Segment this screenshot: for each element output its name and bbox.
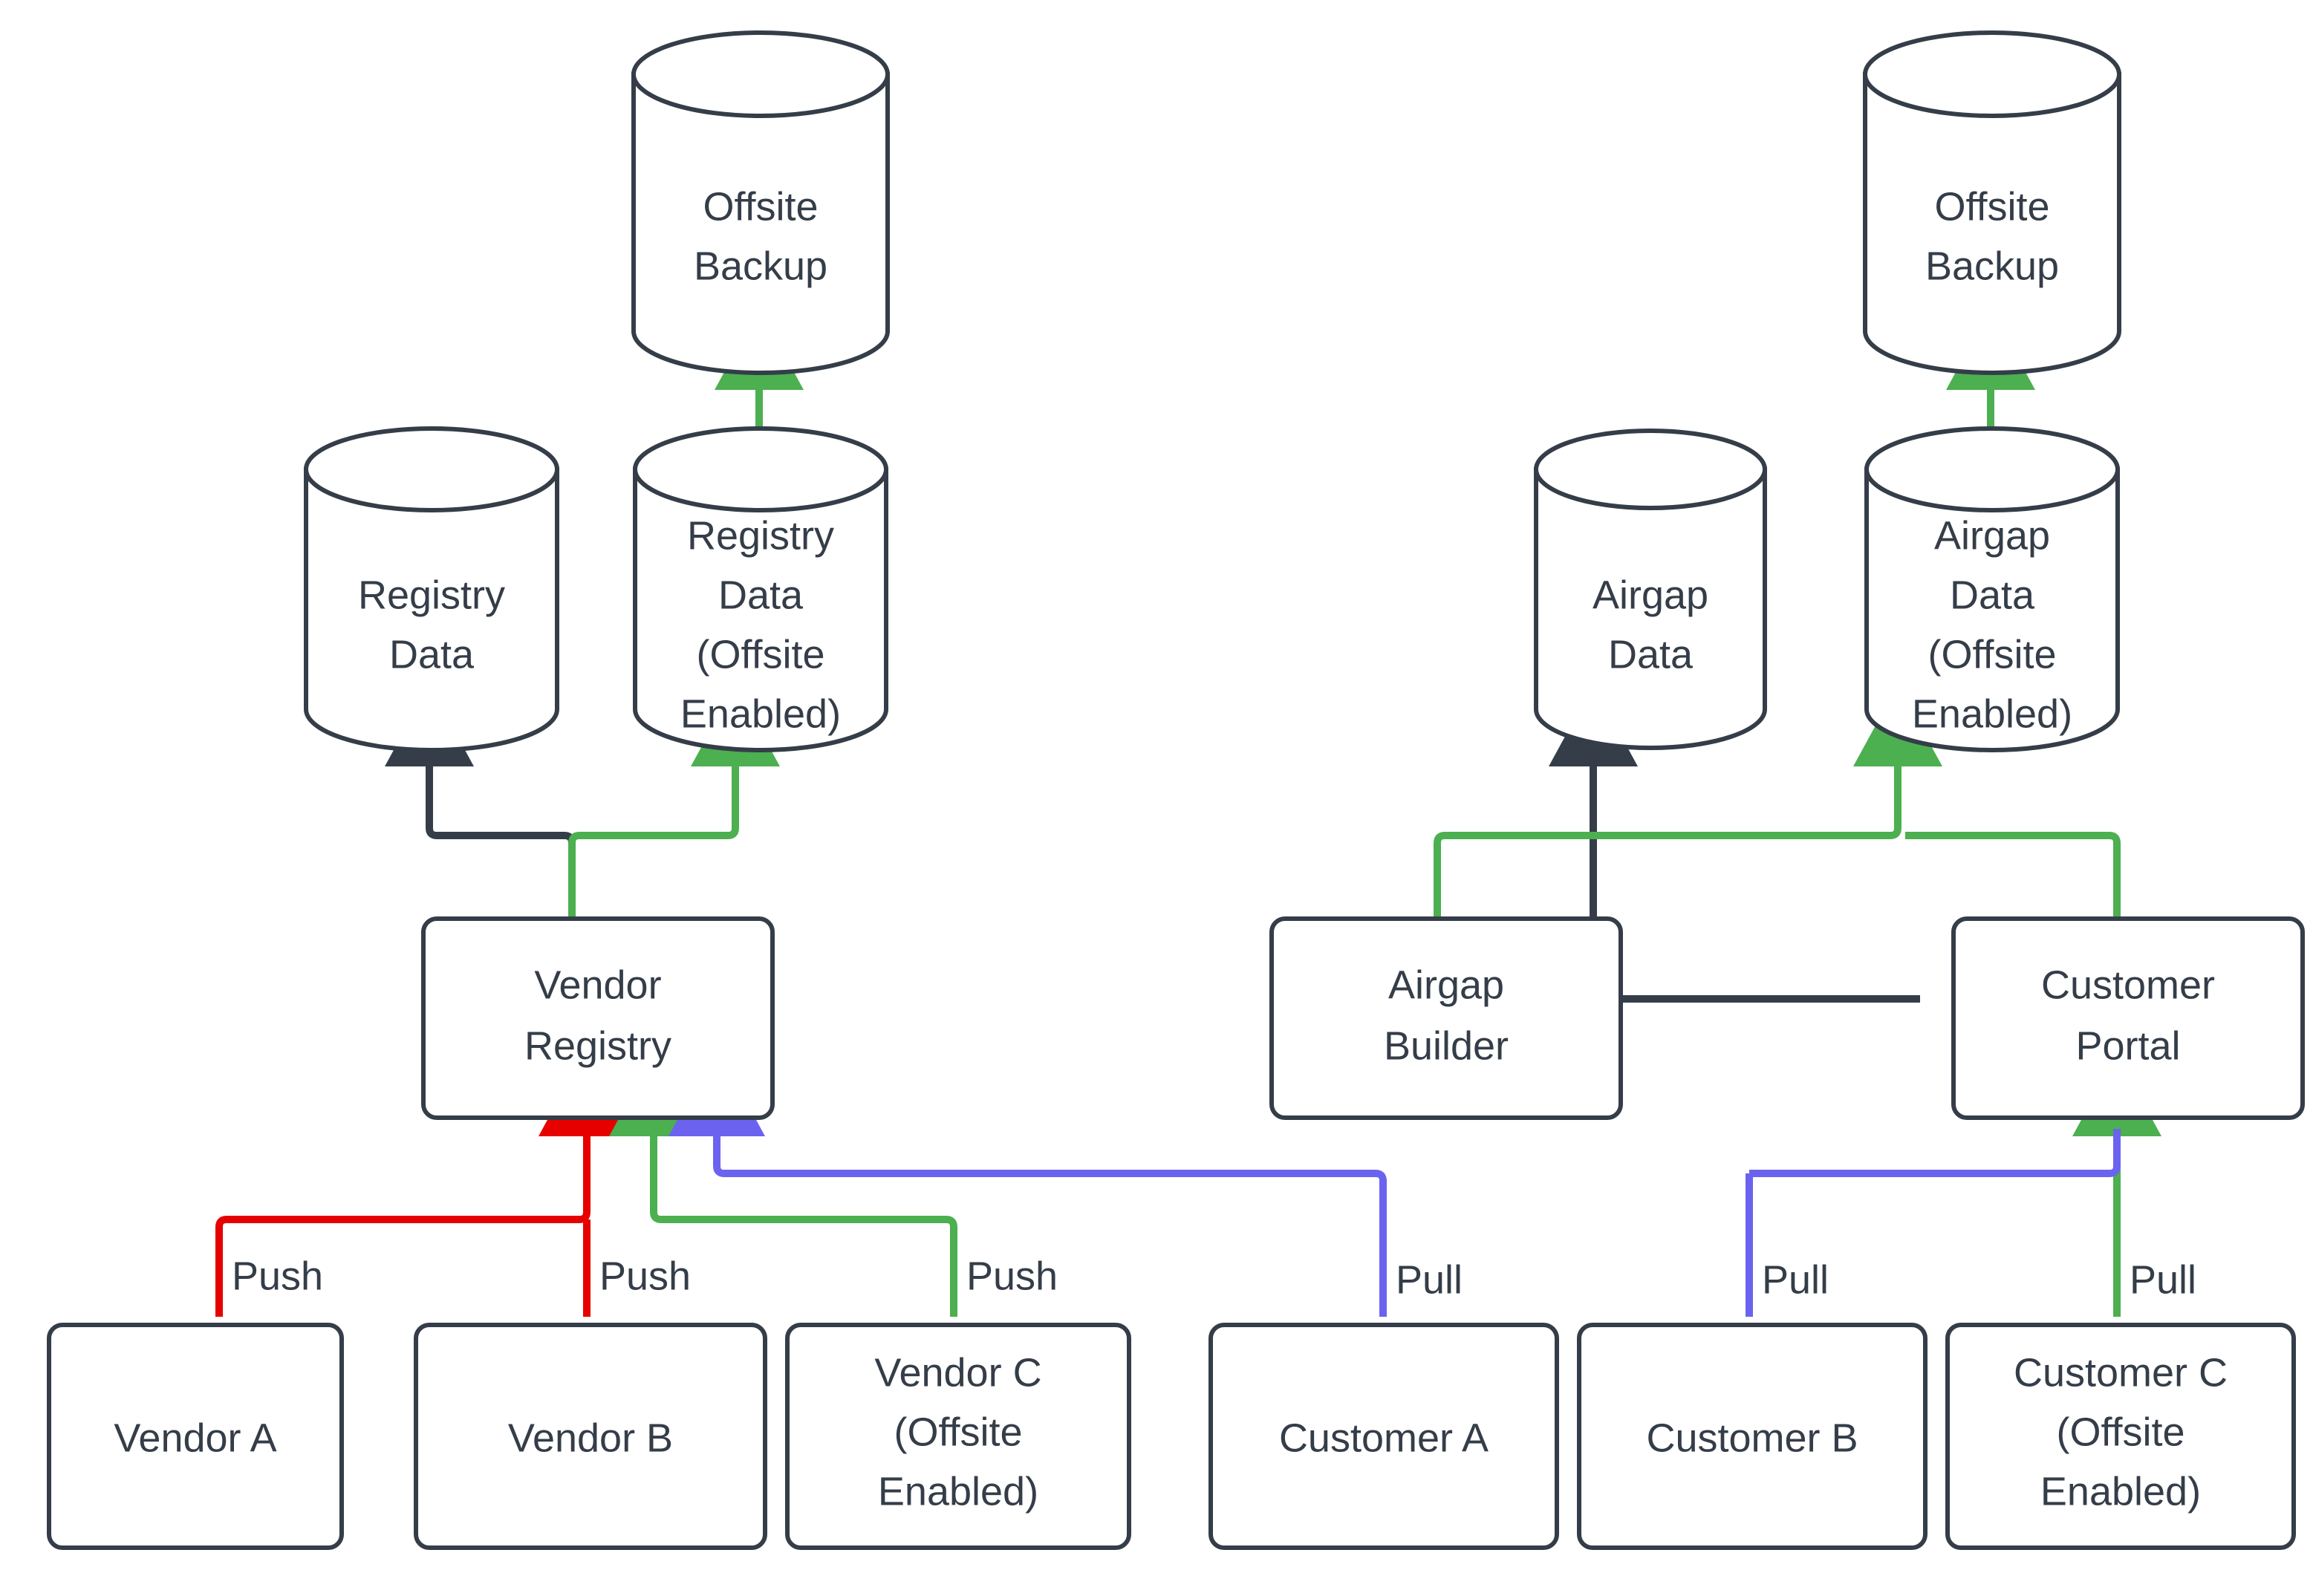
node-airgap-data: Airgap Data <box>1534 429 1767 750</box>
edge-vendor-registry-to-registry-data <box>385 685 576 919</box>
airgap-builder-label-line1: Airgap <box>1388 963 1504 1007</box>
customer-c-label-line2: (Offsite <box>2056 1410 2184 1454</box>
edge-label-push-vendor-a: Push <box>232 1254 323 1298</box>
edge-airgap-builder-to-airgap-data-offsite <box>1434 685 1942 919</box>
node-registry-data: Registry Data <box>304 426 559 752</box>
customer-portal-label-line1: Customer <box>2041 963 2215 1007</box>
edge-label-pull-customer-b: Pull <box>1762 1257 1829 1302</box>
edge-label-pull-customer-a: Pull <box>1396 1257 1463 1302</box>
offsite-backup-right-label-line2: Backup <box>1925 244 2059 288</box>
airgap-builder-label-line2: Builder <box>1384 1023 1509 1068</box>
airgap-data-label-line1: Airgap <box>1593 573 1708 617</box>
vendor-c-label-line2: (Offsite <box>894 1410 1022 1454</box>
node-customer-portal[interactable]: Customer Portal <box>1951 916 2305 1120</box>
registry-data-offsite-label-line3: (Offsite <box>696 632 824 677</box>
vendor-b-box[interactable] <box>414 1323 767 1550</box>
node-registry-data-offsite: Registry Data (Offsite Enabled) <box>633 426 888 752</box>
customer-c-label-line1: Customer C <box>2014 1350 2228 1395</box>
airgap-data-offsite-label-line2: Data <box>1950 573 2035 617</box>
node-customer-b[interactable]: Customer B <box>1577 1323 1928 1550</box>
edge-customer-portal-to-airgap-data <box>1549 685 1920 1003</box>
vendor-registry-label-line1: Vendor <box>534 963 661 1007</box>
edge-label-push-vendor-c: Push <box>966 1254 1058 1298</box>
registry-data-label-line2: Data <box>389 632 475 677</box>
airgap-builder-box[interactable] <box>1269 916 1623 1120</box>
node-vendor-b[interactable]: Vendor B <box>414 1323 767 1550</box>
customer-a-box[interactable] <box>1208 1323 1559 1550</box>
node-offsite-backup-left: Offsite Backup <box>631 30 890 375</box>
registry-data-offsite-label-line2: Data <box>718 573 804 617</box>
vendor-c-label-line1: Vendor C <box>874 1350 1041 1395</box>
customer-portal-label-line2: Portal <box>2075 1023 2180 1068</box>
vendor-registry-box[interactable] <box>421 916 775 1120</box>
vendor-a-box[interactable] <box>47 1323 344 1550</box>
edge-customer-a-pull <box>668 1047 1387 1317</box>
node-airgap-data-offsite: Airgap Data (Offsite Enabled) <box>1864 426 2120 752</box>
airgap-data-label-line2: Data <box>1608 632 1694 677</box>
customer-c-box[interactable] <box>1945 1323 2296 1550</box>
airgap-data-offsite-label-line3: (Offsite <box>1928 632 2056 677</box>
vendor-a-label: Vendor A <box>114 1416 276 1460</box>
node-vendor-registry[interactable]: Vendor Registry <box>421 916 775 1120</box>
registry-data-offsite-label-line4: Enabled) <box>680 691 841 736</box>
airgap-data-offsite-label-line1: Airgap <box>1934 513 2050 558</box>
offsite-backup-right-label-line1: Offsite <box>1934 184 2049 229</box>
registry-data-offsite-label-line1: Registry <box>687 513 834 558</box>
vendor-c-box[interactable] <box>785 1323 1131 1550</box>
node-offsite-backup-right: Offsite Backup <box>1863 30 2121 375</box>
edge-vendor-registry-to-registry-data-offsite <box>568 685 780 919</box>
node-customer-c[interactable]: Customer C (Offsite Enabled) <box>1945 1323 2296 1550</box>
vendor-registry-label-line2: Registry <box>524 1023 671 1068</box>
edge-purple-rail <box>1749 1129 2121 1177</box>
node-airgap-builder[interactable]: Airgap Builder <box>1269 916 1623 1120</box>
edge-label-pull-customer-c: Pull <box>2130 1257 2196 1302</box>
node-vendor-a[interactable]: Vendor A <box>47 1323 344 1550</box>
edge-vendor-c-push <box>609 1055 957 1317</box>
node-customer-a[interactable]: Customer A <box>1208 1323 1559 1550</box>
registry-data-label-line1: Registry <box>358 573 505 617</box>
customer-b-box[interactable] <box>1577 1323 1928 1550</box>
edge-label-push-vendor-b: Push <box>599 1254 691 1298</box>
customer-c-label-line3: Enabled) <box>2040 1469 2201 1514</box>
customer-a-label: Customer A <box>1279 1416 1489 1460</box>
customer-b-label: Customer B <box>1646 1416 1858 1460</box>
offsite-backup-left-label-line2: Backup <box>694 244 827 288</box>
edge-vendor-a-push <box>215 1047 635 1317</box>
vendor-b-label: Vendor B <box>508 1416 673 1460</box>
edge-customer-portal-to-airgap-data-offsite <box>1905 832 2121 919</box>
customer-portal-box[interactable] <box>1951 916 2305 1120</box>
airgap-data-offsite-label-line4: Enabled) <box>1912 691 2072 736</box>
node-vendor-c[interactable]: Vendor C (Offsite Enabled) <box>785 1323 1131 1550</box>
vendor-c-label-line3: Enabled) <box>878 1469 1038 1514</box>
offsite-backup-left-label-line1: Offsite <box>703 184 818 229</box>
